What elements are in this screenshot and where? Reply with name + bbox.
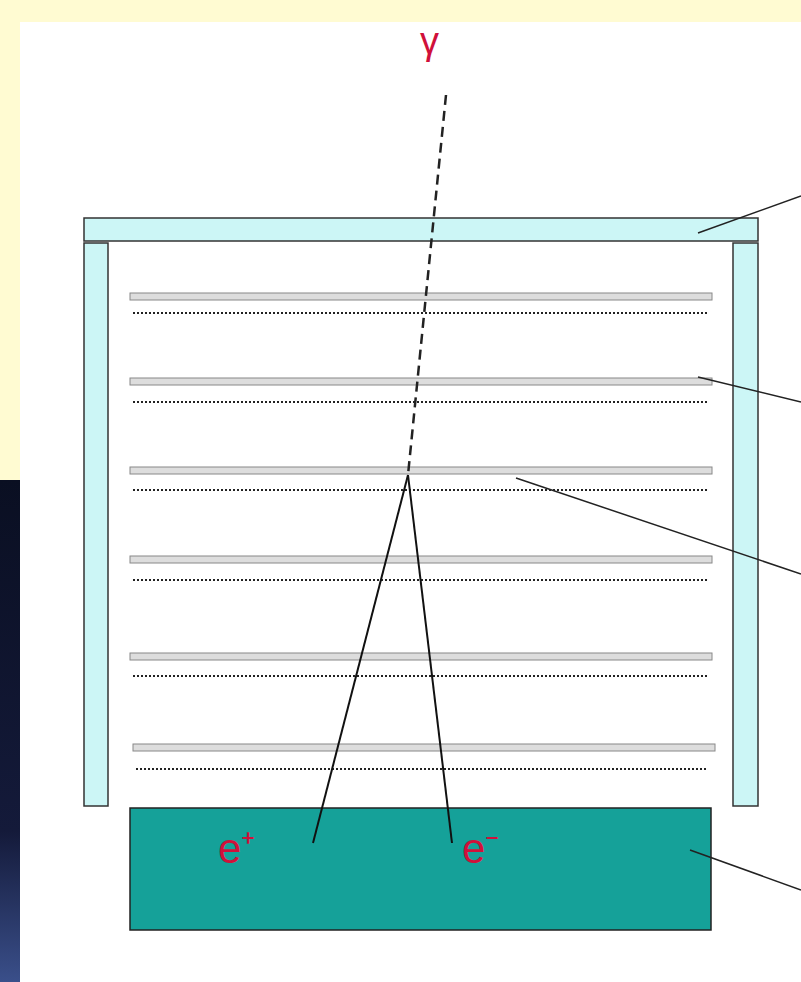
white-panel — [20, 22, 801, 982]
electron-symbol: e⁻ — [462, 828, 499, 870]
calorimeter — [130, 808, 711, 930]
leader-line — [698, 377, 801, 402]
photon-track — [408, 95, 446, 475]
leader-line — [698, 196, 801, 233]
positron-track — [313, 475, 408, 843]
shield-right — [733, 243, 758, 806]
shield-left — [84, 243, 108, 806]
shield-top — [84, 218, 758, 241]
leader-line — [516, 478, 801, 574]
positron-symbol: e⁺ — [218, 828, 255, 870]
photon-symbol: γ — [420, 22, 439, 60]
leader-line — [690, 850, 801, 890]
tracker-layers — [130, 293, 715, 769]
electron-track — [408, 475, 452, 843]
